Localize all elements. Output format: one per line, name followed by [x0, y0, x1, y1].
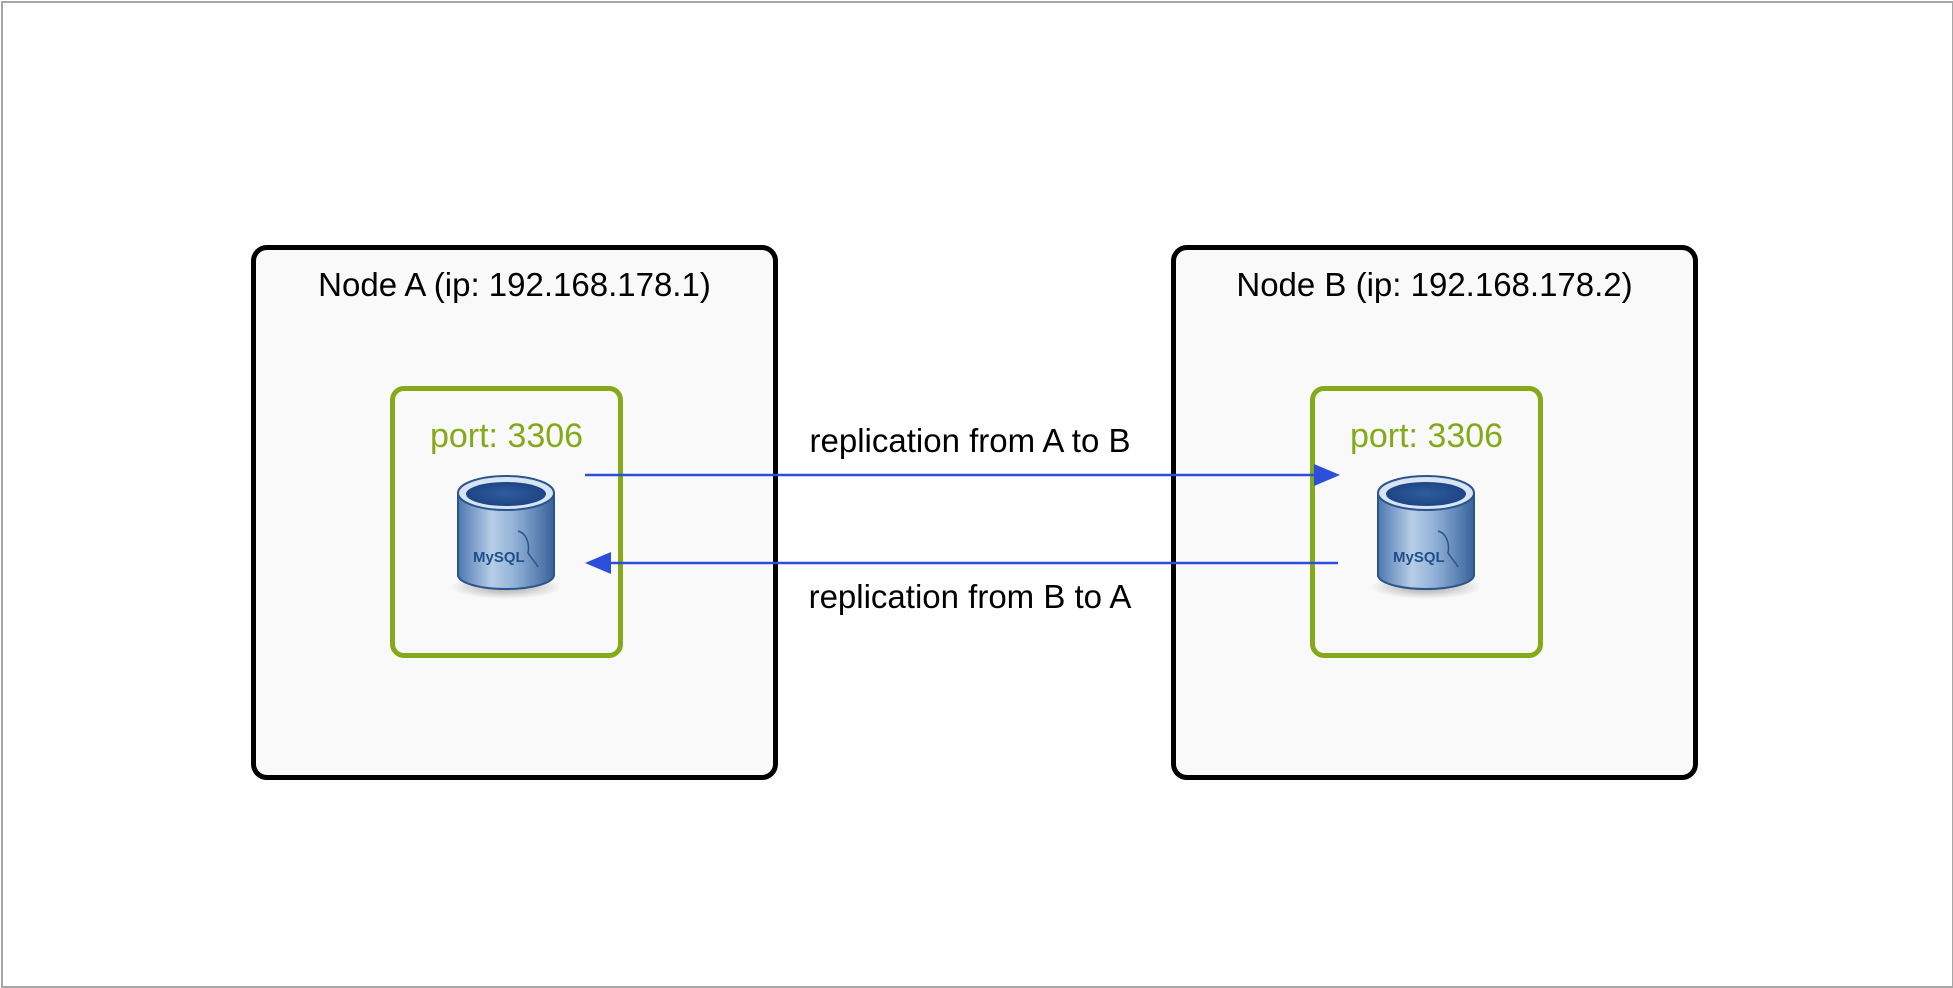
node-a-title: Node A (ip: 192.168.178.1) — [318, 266, 711, 303]
node-b-title: Node B (ip: 192.168.178.2) — [1236, 266, 1633, 303]
node-a-box: Node A (ip: 192.168.178.1) port: 3306 — [251, 245, 778, 780]
mysql-database-icon: MySQL — [1370, 475, 1482, 599]
node-b-db-logo-text: MySQL — [1393, 549, 1445, 566]
node-a-port-label: port: 3306 — [429, 417, 584, 455]
node-b-port-label: port: 3306 — [1349, 417, 1504, 455]
edge-label-a-to-b: replication from A to B — [809, 422, 1131, 459]
node-b-port-box: port: 3306 — [1310, 386, 1543, 658]
arrow-b-to-a-head — [585, 552, 611, 574]
node-a-db-logo-text: MySQL — [473, 549, 525, 566]
node-b-box: Node B (ip: 192.168.178.2) port: 3306 — [1171, 245, 1698, 780]
node-a-port-box: port: 3306 — [390, 386, 623, 658]
edge-label-b-to-a: replication from B to A — [808, 578, 1132, 615]
arrow-a-to-b-head — [1314, 464, 1340, 486]
mysql-database-icon: MySQL — [450, 475, 562, 599]
